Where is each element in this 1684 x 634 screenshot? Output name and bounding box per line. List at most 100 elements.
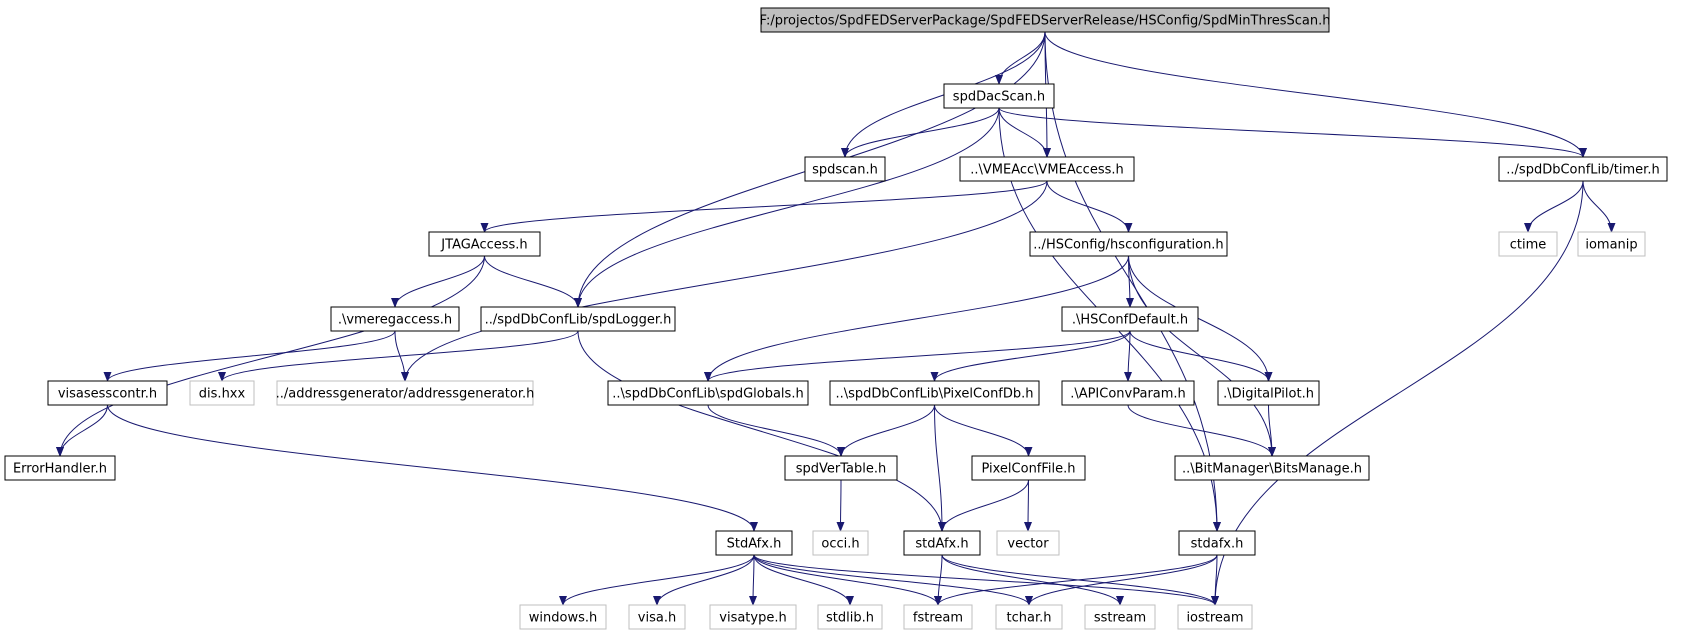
node-VMEAccess[interactable]: ..\VMEAcc\VMEAccess.h bbox=[959, 156, 1135, 182]
node-HSConfDefault[interactable]: .\HSConfDefault.h bbox=[1061, 306, 1199, 332]
edge-PixelConfDb-to-PixelConfFile bbox=[934, 404, 1033, 457]
node-StdAfxU[interactable]: StdAfx.h bbox=[715, 530, 793, 556]
edge-spdDacScan-to-timer bbox=[998, 107, 1587, 158]
node-label-JTAGAccess: JTAGAccess.h bbox=[440, 238, 527, 253]
node-label-BitsManage: ..\BitManager\BitsManage.h bbox=[1182, 462, 1362, 477]
node-spdGlobals[interactable]: ..\spdDbConfLib\spdGlobals.h bbox=[607, 380, 809, 406]
edge-PixelConfDb-to-spdVerTable bbox=[837, 404, 935, 457]
node-box-hsconfiguration bbox=[1029, 231, 1228, 257]
node-label-ErrorHandler: ErrorHandler.h bbox=[13, 462, 107, 477]
node-visasesscontr[interactable]: visasesscontr.h bbox=[47, 380, 168, 406]
edge-spdDacScan-to-spdLogger bbox=[574, 107, 1000, 308]
node-spdDacScan[interactable]: spdDacScan.h bbox=[943, 83, 1055, 109]
edge-timer-to-iomanip bbox=[1582, 180, 1616, 233]
edge-StdAfxU-to-stdlib bbox=[753, 554, 854, 606]
node-hsconfiguration[interactable]: ../HSConfig/hsconfiguration.h bbox=[1029, 231, 1228, 257]
node-box-windows bbox=[519, 604, 607, 630]
node-stdAfxM[interactable]: stdAfx.h bbox=[903, 530, 981, 556]
edge-spdGlobals-to-spdVerTable bbox=[707, 404, 845, 457]
node-box-root bbox=[760, 7, 1330, 33]
node-spdscan[interactable]: spdscan.h bbox=[804, 156, 886, 182]
node-box-fstream bbox=[903, 604, 973, 630]
node-vector: vector bbox=[996, 530, 1060, 556]
node-label-visatype: visatype.h bbox=[719, 611, 786, 626]
node-PixelConfFile[interactable]: PixelConfFile.h bbox=[971, 455, 1086, 481]
node-BitsManage[interactable]: ..\BitManager\BitsManage.h bbox=[1174, 455, 1370, 481]
node-box-visasesscontr bbox=[47, 380, 168, 406]
node-label-sstream: sstream bbox=[1094, 611, 1146, 626]
edge-stdafxL-to-iostream bbox=[1211, 554, 1220, 606]
edge-spdLogger-to-stdAfxM bbox=[577, 330, 946, 532]
node-box-visatype bbox=[709, 604, 797, 630]
edge-JTAGAccess-to-ErrorHandler bbox=[56, 255, 485, 457]
node-iostream: iostream bbox=[1177, 604, 1253, 630]
nodes-layer: F:/projectos/SpdFEDServerPackage/SpdFEDS… bbox=[4, 7, 1668, 630]
node-label-stdafxL: stdafx.h bbox=[1191, 537, 1244, 552]
edge-DigitalPilot-to-BitsManage bbox=[1267, 404, 1276, 457]
node-label-vector: vector bbox=[1007, 537, 1049, 552]
node-box-spdDacScan bbox=[943, 83, 1055, 109]
node-label-occi: occi.h bbox=[821, 537, 859, 552]
edge-stdAfxM-to-sstream bbox=[941, 554, 1124, 606]
node-box-occi bbox=[812, 530, 869, 556]
node-label-spdVerTable: spdVerTable.h bbox=[796, 462, 887, 477]
node-APIConvParam[interactable]: .\APIConvParam.h bbox=[1061, 380, 1195, 406]
node-addressgenerator: ../addressgenerator/addressgenerator.h bbox=[276, 380, 535, 406]
node-box-timer bbox=[1498, 156, 1668, 182]
edge-StdAfxU-to-visatype bbox=[749, 554, 758, 606]
node-timer[interactable]: ../spdDbConfLib/timer.h bbox=[1498, 156, 1668, 182]
node-box-stdAfxM bbox=[903, 530, 981, 556]
node-label-iomanip: iomanip bbox=[1585, 238, 1637, 253]
node-label-vmeregaccess: .\vmeregaccess.h bbox=[338, 313, 452, 328]
node-label-spdGlobals: ..\spdDbConfLib\spdGlobals.h bbox=[612, 387, 803, 402]
node-box-ErrorHandler bbox=[4, 455, 116, 481]
node-stdlib: stdlib.h bbox=[817, 604, 883, 630]
node-fstream: fstream bbox=[903, 604, 973, 630]
node-box-PixelConfFile bbox=[971, 455, 1086, 481]
node-spdVerTable[interactable]: spdVerTable.h bbox=[784, 455, 898, 481]
node-sstream: sstream bbox=[1084, 604, 1156, 630]
node-box-HSConfDefault bbox=[1061, 306, 1199, 332]
node-dis: dis.hxx bbox=[189, 380, 255, 406]
edge-HSConfDefault-to-spdGlobals bbox=[704, 330, 1131, 382]
node-box-sstream bbox=[1084, 604, 1156, 630]
node-tchar: tchar.h bbox=[995, 604, 1063, 630]
node-vmeregaccess[interactable]: .\vmeregaccess.h bbox=[330, 306, 460, 332]
node-label-visasesscontr: visasesscontr.h bbox=[58, 387, 157, 402]
edge-root-to-stdafxL bbox=[1044, 31, 1221, 532]
node-windows: windows.h bbox=[519, 604, 607, 630]
node-box-PixelConfDb bbox=[829, 380, 1040, 406]
node-spdLogger[interactable]: ../spdDbConfLib/spdLogger.h bbox=[480, 306, 676, 332]
node-label-stdAfxM: stdAfx.h bbox=[915, 537, 968, 552]
edge-PixelConfFile-to-vector bbox=[1024, 479, 1033, 532]
node-PixelConfDb[interactable]: ..\spdDbConfLib\PixelConfDb.h bbox=[829, 380, 1040, 406]
edge-StdAfxU-to-visa bbox=[653, 554, 755, 606]
node-root[interactable]: F:/projectos/SpdFEDServerPackage/SpdFEDS… bbox=[760, 7, 1331, 33]
node-label-StdAfxU: StdAfx.h bbox=[727, 537, 782, 552]
edge-StdAfxU-to-windows bbox=[559, 554, 755, 606]
edge-HSConfDefault-to-PixelConfDb bbox=[930, 330, 1131, 382]
node-box-iostream bbox=[1177, 604, 1253, 630]
node-JTAGAccess[interactable]: JTAGAccess.h bbox=[428, 231, 541, 257]
node-box-JTAGAccess bbox=[428, 231, 541, 257]
edge-spdVerTable-to-occi bbox=[836, 479, 845, 532]
node-ErrorHandler[interactable]: ErrorHandler.h bbox=[4, 455, 116, 481]
edge-StdAfxU-to-tchar bbox=[753, 554, 1033, 606]
node-label-visa: visa.h bbox=[638, 611, 676, 626]
node-label-addressgenerator: ../addressgenerator/addressgenerator.h bbox=[276, 387, 535, 402]
edge-stdafxL-to-fstream bbox=[934, 554, 1218, 606]
node-stdafxL[interactable]: stdafx.h bbox=[1178, 530, 1256, 556]
edge-StdAfxU-to-fstream bbox=[753, 554, 942, 606]
edge-PixelConfDb-to-stdAfxM bbox=[934, 404, 946, 532]
node-DigitalPilot[interactable]: .\DigitalPilot.h bbox=[1217, 380, 1320, 406]
node-box-vmeregaccess bbox=[330, 306, 460, 332]
node-box-StdAfxU bbox=[715, 530, 793, 556]
node-box-visa bbox=[628, 604, 686, 630]
edge-visasesscontr-to-StdAfxU bbox=[107, 404, 758, 532]
node-label-spdscan: spdscan.h bbox=[812, 163, 878, 178]
edge-PixelConfFile-to-stdAfxM bbox=[938, 479, 1029, 532]
node-box-APIConvParam bbox=[1061, 380, 1195, 406]
node-label-tchar: tchar.h bbox=[1007, 611, 1052, 626]
node-ctime: ctime bbox=[1498, 231, 1558, 257]
